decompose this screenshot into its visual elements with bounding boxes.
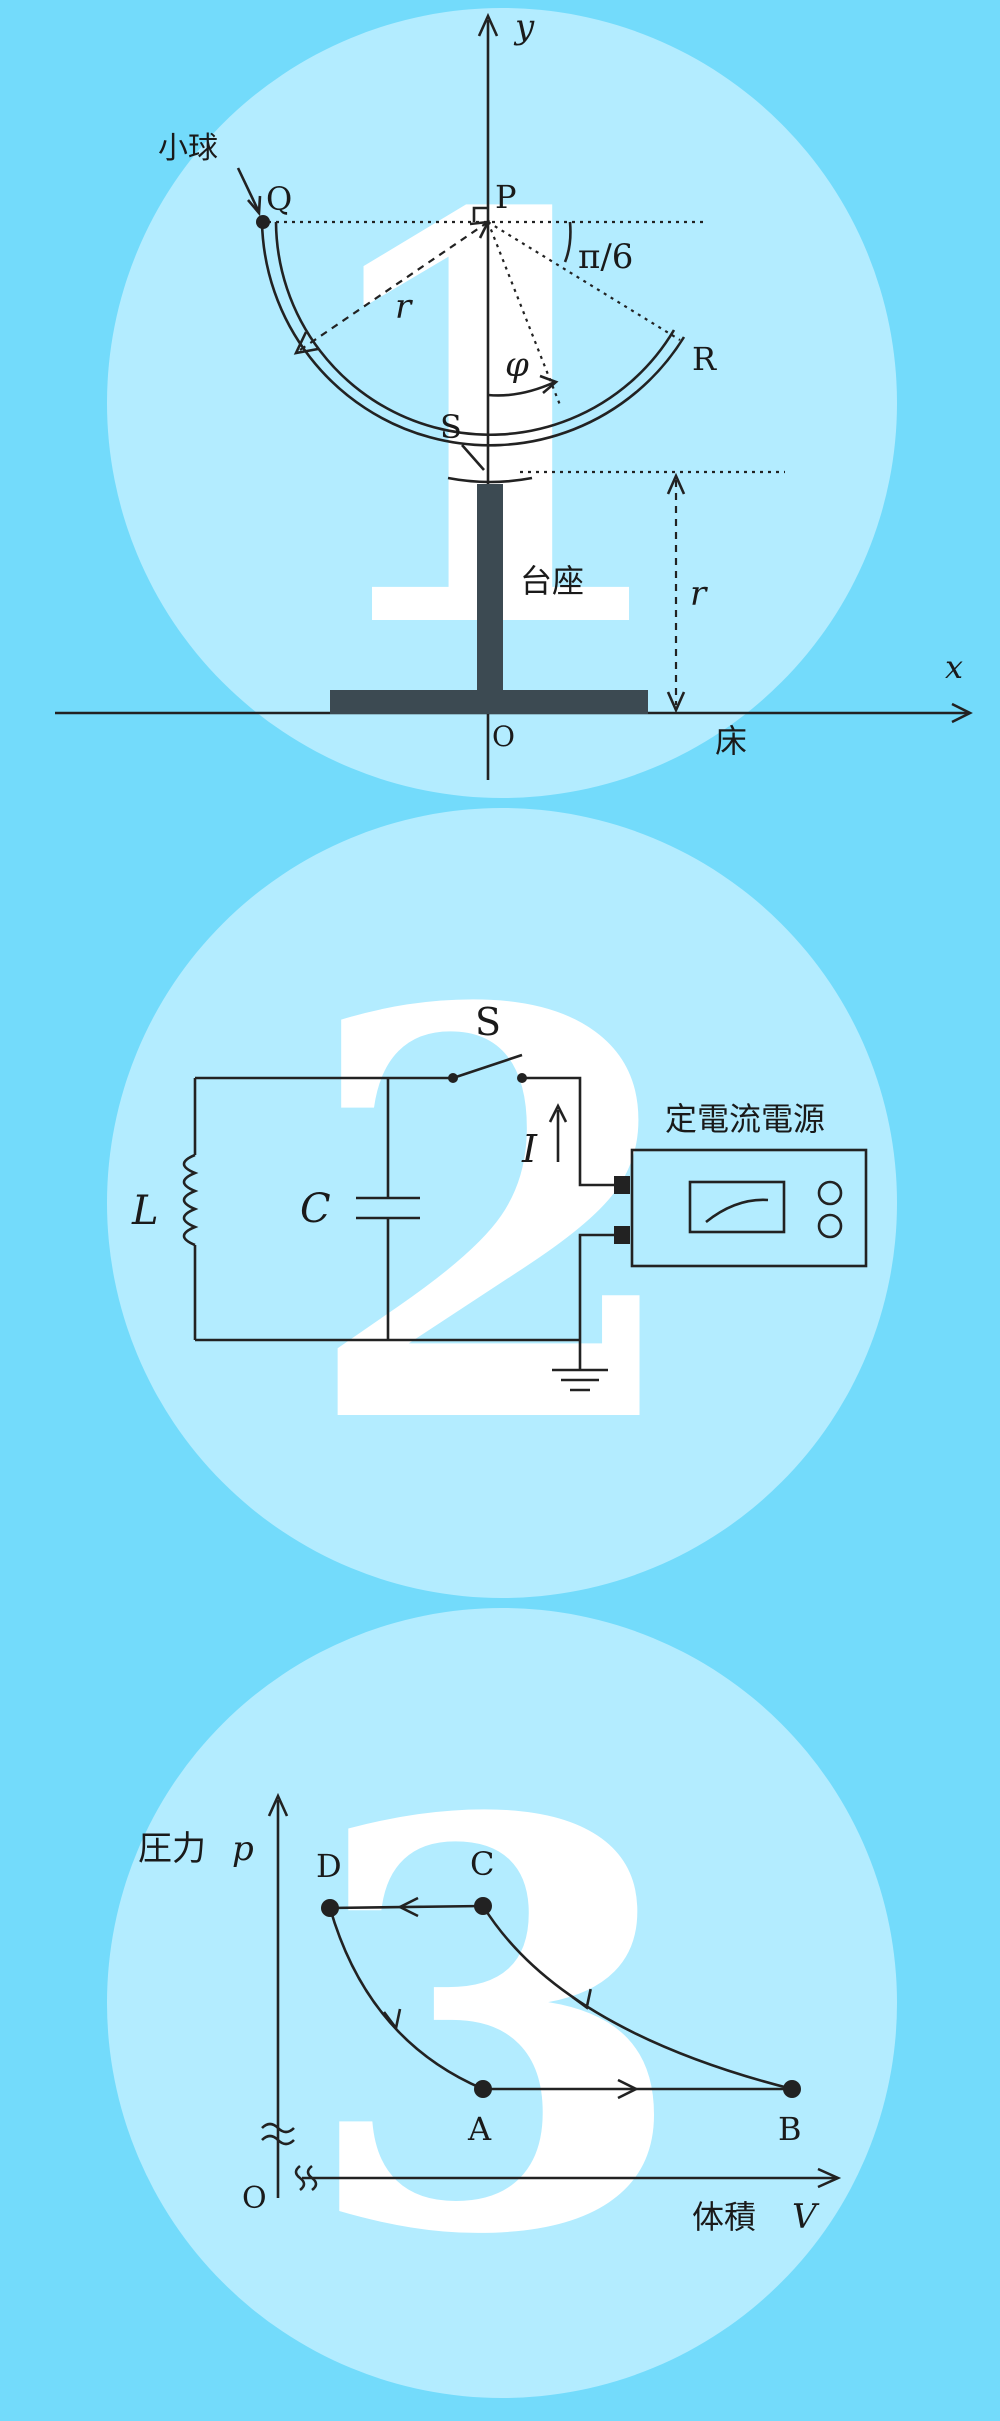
point-S-pointer: [461, 444, 485, 471]
origin-label: O: [242, 2181, 267, 2216]
panel-pv-cycle: 3 圧力 p 体積 V O A B C D: [0, 1600, 1000, 2421]
wire-to-source-bottom: [578, 1233, 622, 1340]
arrow-C-D: [397, 1896, 419, 1918]
ball-label: 小球: [158, 131, 218, 166]
panel-number-3: 3: [300, 1700, 690, 2358]
capacitor-label: C: [300, 1186, 331, 1232]
arrow-A-B: [617, 2078, 639, 2100]
label-B: B: [778, 2110, 802, 2148]
state-A: [474, 2080, 492, 2098]
inductor-label: L: [131, 1188, 159, 1234]
v-axis-var: V: [792, 2197, 820, 2237]
state-B: [783, 2080, 801, 2098]
track-inner: [274, 221, 676, 437]
y-axis-label: y: [513, 7, 535, 47]
arrow-B-C: [571, 1988, 592, 2010]
meter-needle: [705, 1198, 769, 1224]
phi-label: φ: [505, 345, 529, 385]
x-axis-arrow: [951, 702, 973, 724]
radius-label: r: [395, 287, 413, 327]
label-A: A: [467, 2110, 492, 2148]
source-knob-top: [817, 1180, 843, 1206]
point-S-label: S: [440, 408, 462, 446]
switch-label: S: [475, 1000, 501, 1044]
background-circle-3: [107, 1608, 897, 2398]
line-P-R: [487, 221, 681, 341]
terminal-bottom: [614, 1226, 630, 1244]
stand-label: 台座: [520, 562, 584, 600]
track-outer: [260, 221, 686, 447]
point-Q-label: Q: [266, 180, 292, 218]
origin-label: O: [492, 720, 515, 753]
panel-pendulum: 1 x y O 床 台座 r φ π/6: [0, 0, 1000, 800]
height-arrow-top: [666, 472, 686, 495]
state-C: [474, 1897, 492, 1915]
height-arrow-bottom: [666, 691, 686, 714]
ball-pointer-head: [247, 195, 262, 217]
background-circle-2: [107, 808, 897, 1598]
source-box: [630, 1148, 868, 1268]
angle-pi6-arc: [563, 221, 572, 263]
line-P-ball: [486, 221, 562, 406]
path-B-C: [481, 1905, 793, 2091]
stand-base: [330, 690, 648, 714]
phi-arc: [487, 380, 556, 397]
v-axis-label: 体積: [692, 2198, 756, 2236]
x-axis-label: x: [945, 648, 963, 686]
circuit-diagram: 2 L C S I 定電流電源: [107, 808, 897, 1598]
radius-arrow-head-track: [293, 331, 319, 355]
current-label: I: [521, 1127, 538, 1171]
pv-diagram: 3 圧力 p 体積 V O A B C D: [107, 1608, 897, 2398]
point-R-label: R: [692, 340, 717, 378]
current-arrow-head: [548, 1103, 568, 1123]
point-P-label: P: [495, 178, 517, 216]
ball-Q: [256, 215, 270, 229]
label-D: D: [316, 1847, 342, 1885]
source-meter: [688, 1180, 786, 1234]
panel-circuit: 2 L C S I 定電流電源: [0, 800, 1000, 1600]
p-axis-var: p: [232, 1829, 254, 1869]
v-axis-break: [294, 2164, 318, 2192]
inductor-coil: [182, 1153, 199, 1247]
floor-label: 床: [715, 722, 747, 760]
wire-to-source-top: [522, 1076, 622, 1187]
source-label: 定電流電源: [665, 1100, 825, 1138]
v-axis-arrow: [817, 2167, 842, 2189]
phi-arc-arrow: [539, 374, 559, 394]
label-C: C: [470, 1845, 494, 1883]
pendulum-diagram: 1 x y O 床 台座 r φ π/6: [55, 7, 973, 798]
p-axis-label: 圧力: [138, 1829, 206, 1869]
right-angle-mark: [472, 206, 488, 222]
path-C-D: [329, 1904, 484, 1910]
path-D-A: [328, 1907, 484, 2091]
height-label: r: [690, 574, 708, 614]
y-axis-arrow: [477, 12, 499, 37]
angle-pi6-label: π/6: [578, 237, 633, 277]
source-knob-bottom: [817, 1213, 843, 1239]
terminal-top: [614, 1176, 630, 1194]
radius-arrow-head-P: [469, 220, 491, 239]
background-circle-1: [107, 8, 897, 798]
arrow-D-A: [382, 2008, 402, 2032]
switch-lever: [452, 1053, 523, 1080]
p-axis-break: [261, 2122, 295, 2146]
state-D: [321, 1899, 339, 1917]
stand-cup: [447, 476, 533, 484]
stand-post: [477, 484, 503, 690]
p-axis-arrow: [267, 1792, 289, 1817]
ball-pointer: [236, 167, 260, 211]
